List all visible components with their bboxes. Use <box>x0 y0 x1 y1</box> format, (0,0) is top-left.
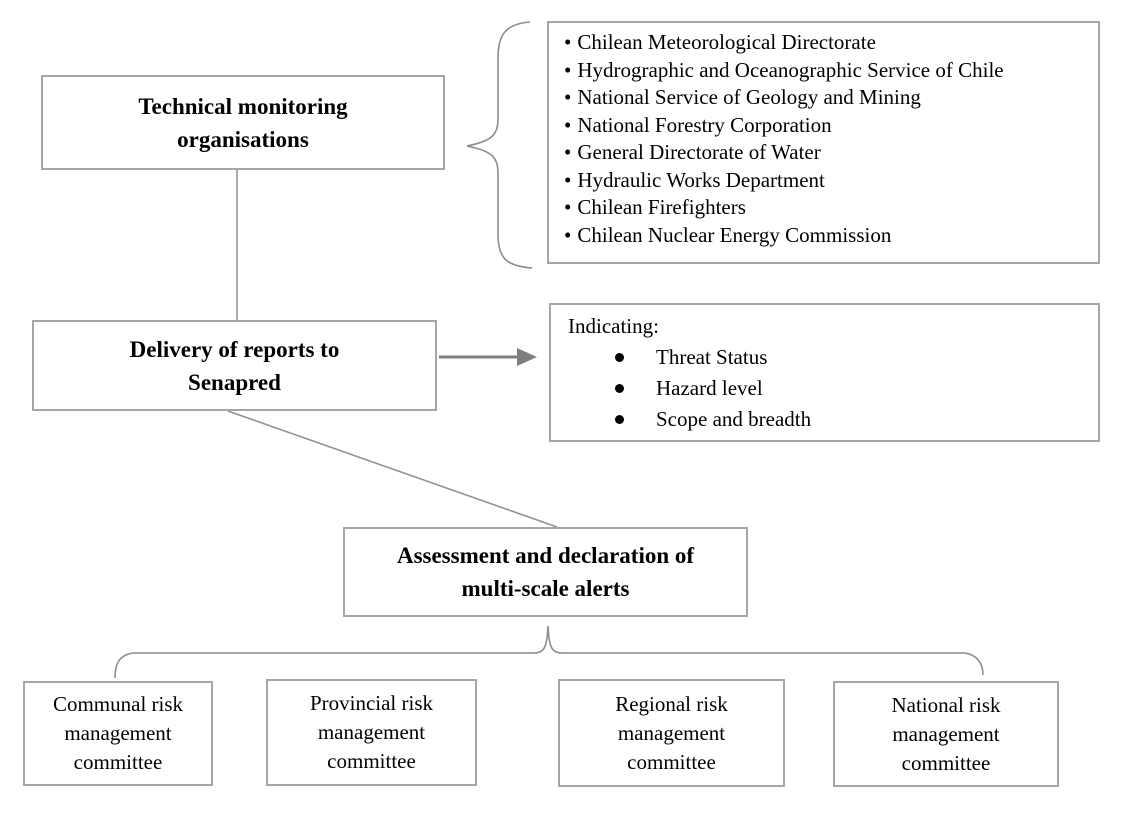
connector-delivery-to-assessment <box>227 410 558 528</box>
regional-committee-label: Regional risk management committee <box>615 691 728 774</box>
list-item: General Directorate of Water <box>564 139 1090 167</box>
indicating-title: Indicating: <box>568 314 659 338</box>
round-bullet-icon <box>615 353 624 362</box>
list-item: National Service of Geology and Mining <box>564 84 1090 112</box>
organisation-label: Hydraulic Works Department <box>577 167 825 192</box>
indicating-list: Threat Status Hazard level Scope and bre… <box>568 342 1088 435</box>
organisation-label: National Forestry Corporation <box>577 112 832 137</box>
indicating-item-label: Scope and breadth <box>656 407 812 431</box>
organisation-label: Chilean Firefighters <box>577 195 746 219</box>
bullet-icon <box>564 195 571 219</box>
delivery-label: Delivery of reports to Senapred <box>129 336 340 395</box>
monitoring-organisations-list: Chilean Meteorological Directorate Hydro… <box>564 29 1090 249</box>
list-item: Threat Status <box>568 342 1088 373</box>
organisation-label: Chilean Meteorological Directorate <box>577 30 876 54</box>
left-curly-brace <box>466 21 533 269</box>
bullet-icon <box>564 140 571 164</box>
list-item: Hazard level <box>568 373 1088 404</box>
arrow-delivery-to-indicating-head <box>517 348 537 366</box>
organisation-label: Hydrographic and Oceanographic Service o… <box>577 57 1004 82</box>
regional-committee-box: Regional risk management committee <box>558 679 785 787</box>
indicating-item-label: Hazard level <box>656 376 763 400</box>
provincial-committee-label: Provincial risk management committee <box>309 691 434 773</box>
bullet-icon <box>564 58 571 82</box>
list-item: Hydraulic Works Department <box>564 167 1090 195</box>
list-item: Hydrographic and Oceanographic Service o… <box>564 57 1090 85</box>
assessment-label: Assessment and declaration of multi-scal… <box>396 543 695 601</box>
communal-committee-label: Communal risk management committee <box>52 692 184 774</box>
technical-monitoring-box: Technical monitoring organisations <box>41 75 445 170</box>
organisation-label: Chilean Nuclear Energy Commission <box>577 222 892 247</box>
list-item: Chilean Nuclear Energy Commission <box>564 222 1090 250</box>
list-item: National Forestry Corporation <box>564 112 1090 140</box>
list-item: Chilean Firefighters <box>564 194 1090 222</box>
list-item: Chilean Meteorological Directorate <box>564 29 1090 57</box>
indicating-item-label: Threat Status <box>656 345 768 369</box>
delivery-box: Delivery of reports to Senapred <box>32 320 437 411</box>
bottom-curly-brace <box>114 625 984 679</box>
communal-committee-box: Communal risk management committee <box>23 681 213 786</box>
organisation-label: National Service of Geology and Mining <box>577 85 921 109</box>
round-bullet-icon <box>615 384 624 393</box>
provincial-committee-box: Provincial risk management committee <box>266 679 477 786</box>
bullet-icon <box>564 168 571 192</box>
national-committee-box: National risk management committee <box>833 681 1059 787</box>
bullet-icon <box>564 223 571 247</box>
technical-monitoring-label: Technical monitoring organisations <box>138 93 348 152</box>
bullet-icon <box>564 30 571 54</box>
list-item: Scope and breadth <box>568 404 1088 435</box>
monitoring-organisations-box: Chilean Meteorological Directorate Hydro… <box>547 21 1100 264</box>
round-bullet-icon <box>615 415 624 424</box>
national-committee-label: National risk management committee <box>891 692 1001 775</box>
bullet-icon <box>564 85 571 109</box>
assessment-box: Assessment and declaration of multi-scal… <box>343 527 748 617</box>
indicating-box: Indicating: Threat Status Hazard level S… <box>549 303 1100 442</box>
organisation-label: General Directorate of Water <box>577 140 821 164</box>
bullet-icon <box>564 113 571 137</box>
